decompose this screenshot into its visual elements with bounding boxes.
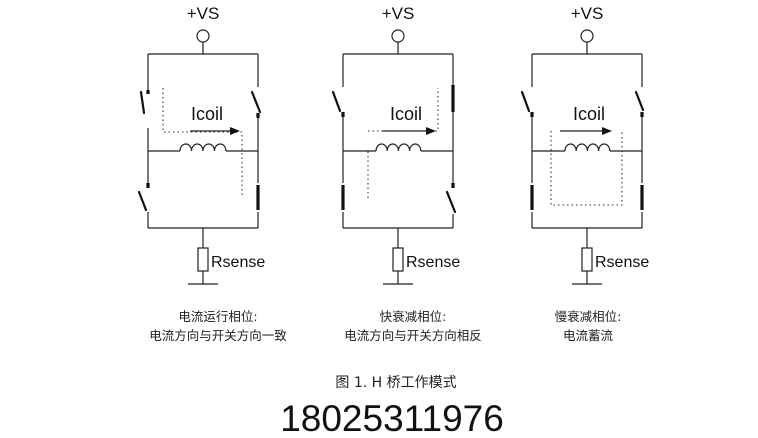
supply-terminal <box>580 29 594 43</box>
figure-caption: 图 1. H 桥工作模式 <box>335 375 456 391</box>
bottom-rail <box>343 227 453 285</box>
phase-title: 快衰减相位: <box>380 309 447 324</box>
circuit-fast-decay: +VS Rsense Icoil 快衰减相位: 电流方向与开关方向相反 <box>331 4 482 343</box>
sense-label: Rsense <box>406 254 460 271</box>
bottom-rail <box>148 227 258 285</box>
phase-description: 电流方向与开关方向相反 <box>344 328 482 343</box>
switch-high-left <box>520 90 531 113</box>
top-rail <box>532 42 642 55</box>
supply-label: +VS <box>187 4 220 23</box>
top-rail <box>343 42 453 55</box>
circuit-slow-decay: +VS Rsense Icoil 慢衰减相位: 电流蓄流 <box>520 4 649 343</box>
sense-resistor <box>581 247 593 272</box>
supply-terminal <box>196 29 210 43</box>
phase-description: 电流蓄流 <box>563 328 614 343</box>
switch-high-left <box>331 90 342 113</box>
sense-label: Rsense <box>211 254 265 271</box>
supply-label: +VS <box>571 4 604 23</box>
phase-title: 电流运行相位: <box>178 309 257 324</box>
switch-high-left <box>139 90 146 115</box>
sense-resistor <box>392 247 404 272</box>
top-rail <box>148 42 258 55</box>
coil-icon <box>179 143 227 152</box>
switch-high-right <box>634 90 645 112</box>
coil-current-label: Icoil <box>573 104 605 124</box>
arrow-head-icon <box>602 127 612 135</box>
phase-description: 电流方向与开关方向一致 <box>149 328 287 343</box>
switch-low-right <box>445 190 457 214</box>
supply-terminal <box>391 29 405 43</box>
coil-icon <box>375 143 422 152</box>
supply-label: +VS <box>382 4 415 23</box>
current-path <box>550 131 623 206</box>
phase-title: 慢衰减相位: <box>555 309 622 324</box>
arrow-head-icon <box>230 127 240 135</box>
switch-low-left <box>137 190 148 212</box>
footer-number: 18025311976 <box>280 398 504 438</box>
coil-icon <box>564 143 611 152</box>
switch-high-right <box>250 90 262 114</box>
sense-label: Rsense <box>595 254 649 271</box>
bottom-rail <box>532 227 642 285</box>
sense-resistor <box>197 247 209 272</box>
coil-current-label: Icoil <box>191 104 223 124</box>
circuit-drive-phase: +VS Rsense Icoil 电流运行相位: 电流方向与开关方向一致 <box>137 4 287 343</box>
arrow-head-icon <box>426 127 436 135</box>
coil-current-label: Icoil <box>390 104 422 124</box>
